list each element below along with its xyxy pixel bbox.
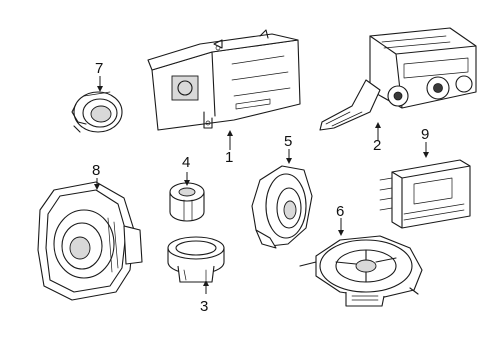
part-9-control-module: [379, 159, 471, 229]
callout-9: 9: [421, 126, 429, 143]
callout-7: 7: [95, 60, 103, 77]
callout-leaders: [94, 76, 429, 294]
part-7-tweeter: [71, 91, 123, 133]
part-3-speaker-mount: [167, 236, 225, 283]
part-5-oval-speaker: [251, 165, 313, 249]
part-2-control-panel: [319, 27, 477, 131]
callout-2: 2: [373, 137, 381, 154]
part-4-small-tweeter: [169, 182, 205, 222]
callout-3: 3: [200, 298, 208, 315]
part-8-door-speaker: [37, 181, 143, 301]
callout-1: 1: [225, 149, 233, 166]
callout-8: 8: [92, 162, 100, 179]
callout-5: 5: [284, 133, 292, 150]
part-1-radio-receiver: [147, 29, 301, 131]
part-6-subwoofer: [299, 235, 423, 307]
callout-6: 6: [336, 203, 344, 220]
callout-4: 4: [182, 154, 190, 171]
